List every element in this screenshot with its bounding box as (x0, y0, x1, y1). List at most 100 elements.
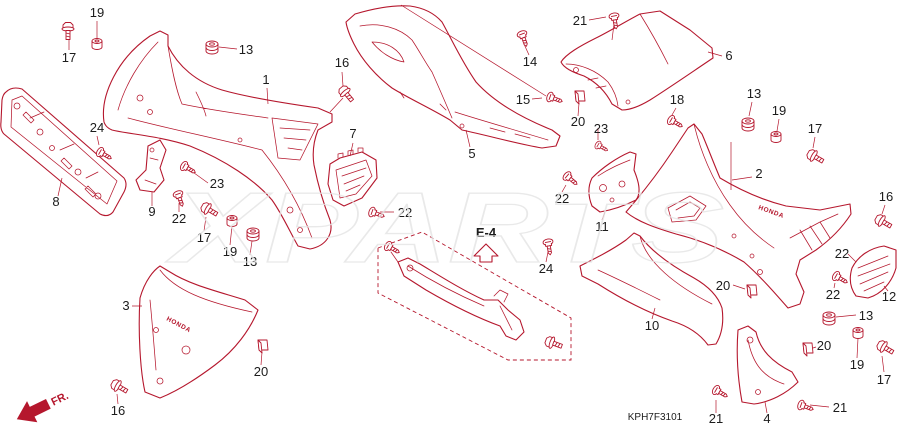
callout-label: 9 (148, 204, 155, 219)
callout-label: 20 (817, 338, 831, 353)
collar-19-b (770, 131, 782, 143)
callout-label: 17 (808, 121, 822, 136)
grommet-13-b (741, 117, 755, 132)
clip-20-c (802, 342, 814, 357)
reference-up-arrow-icon (473, 243, 499, 263)
part-7-detail (335, 147, 373, 199)
part-6 (560, 10, 714, 111)
grommet-13-d (822, 311, 836, 326)
callout-label: 13 (747, 86, 761, 101)
part-6-detail (565, 13, 669, 107)
bolt-16-b (872, 212, 895, 232)
callout-label: 19 (772, 103, 786, 118)
reference-label: E-4 (476, 225, 497, 240)
reference-marker: E-4 (473, 225, 499, 263)
callout-label: 21 (709, 411, 723, 426)
callout-label: 17 (197, 230, 211, 245)
part-2: HONDA (625, 123, 852, 309)
screw-22-d (830, 269, 851, 288)
drawing-code: KPH7F3101 (628, 412, 683, 423)
callout-label: 3 (122, 298, 129, 313)
callout-label: 23 (594, 121, 608, 136)
bolt-stay-lower (543, 334, 565, 353)
callout-label: 4 (763, 411, 770, 426)
screw-21-b (710, 383, 731, 402)
part-4-outline (736, 325, 799, 405)
leader-lines (57, 4, 889, 414)
reference-group (377, 231, 572, 361)
part-10-outline (579, 232, 724, 346)
bolt-17-a (61, 22, 75, 40)
callout-label: 12 (882, 289, 896, 304)
clip-20-d (257, 339, 269, 354)
front-direction-marker: FR. (16, 390, 71, 423)
part-5-detail (359, 24, 549, 141)
callout-label: 15 (516, 92, 530, 107)
callout-label: 13 (239, 42, 253, 57)
bolt-17-b (804, 147, 827, 167)
callout-label: 19 (90, 5, 104, 20)
watermark: XPARTS (165, 172, 724, 284)
callout-label: 22 (555, 191, 569, 206)
callout-label: 14 (523, 54, 537, 69)
front-marker-label: FR. (49, 390, 70, 409)
part-3-detail (149, 269, 253, 385)
part-9-outline (135, 139, 167, 193)
callout-label: 20 (571, 114, 585, 129)
part-4-detail (746, 336, 785, 395)
screw-18 (665, 113, 686, 132)
part-4 (736, 325, 799, 405)
collar-19-d (852, 327, 864, 339)
part-12-outline (849, 245, 897, 299)
part-2-detail (667, 123, 839, 275)
part-9 (135, 139, 167, 193)
screw-14 (515, 28, 532, 49)
callout-label: 19 (223, 244, 237, 259)
callout-label: 22 (835, 246, 849, 261)
part-5 (345, 5, 561, 149)
screw-15 (544, 90, 565, 107)
callout-label: 16 (879, 189, 893, 204)
part-11-detail (597, 159, 631, 203)
part-9-detail (144, 147, 159, 185)
callout-label: 18 (670, 92, 684, 107)
callout-label: 22 (172, 211, 186, 226)
callout-label: 22 (398, 205, 412, 220)
callout-label: 13 (859, 308, 873, 323)
callout-label: 17 (62, 50, 76, 65)
part-1-detail (117, 41, 319, 239)
clip-20-a (574, 90, 586, 105)
callout-label: 20 (716, 278, 730, 293)
part-8-outline (0, 87, 127, 217)
part-8 (0, 87, 127, 217)
callout-label: 16 (111, 403, 125, 418)
part-12 (849, 245, 897, 299)
callout-labels: 19 17 13 1 16 7 14 21 6 15 18 20 23 5 13… (52, 5, 896, 426)
collar-19-a (91, 38, 103, 50)
part-7 (327, 147, 378, 207)
screw-21-c (795, 398, 816, 415)
callout-label: 5 (468, 146, 475, 161)
callout-label: 13 (243, 254, 257, 269)
bolt-16-c (108, 377, 131, 397)
callout-label: 2 (755, 166, 762, 181)
stay-outline (397, 257, 525, 341)
part-7-outline (327, 151, 378, 207)
part-1-outline (102, 30, 333, 250)
part-12-detail (857, 255, 891, 292)
callout-label: 1 (262, 72, 269, 87)
screw-23-a (593, 139, 611, 155)
callout-label: 24 (539, 261, 553, 276)
part-10 (579, 232, 724, 346)
part-3-outline (138, 265, 259, 399)
grommet-13-a (205, 40, 219, 55)
part-8-detail (10, 95, 118, 205)
callout-label: 23 (210, 176, 224, 191)
callout-label: 19 (850, 357, 864, 372)
stay-detail (390, 251, 513, 331)
part-3: HONDA (138, 265, 259, 399)
callout-label: 11 (595, 219, 609, 234)
bolt-17-d (874, 338, 897, 358)
callout-label: 21 (833, 400, 847, 415)
